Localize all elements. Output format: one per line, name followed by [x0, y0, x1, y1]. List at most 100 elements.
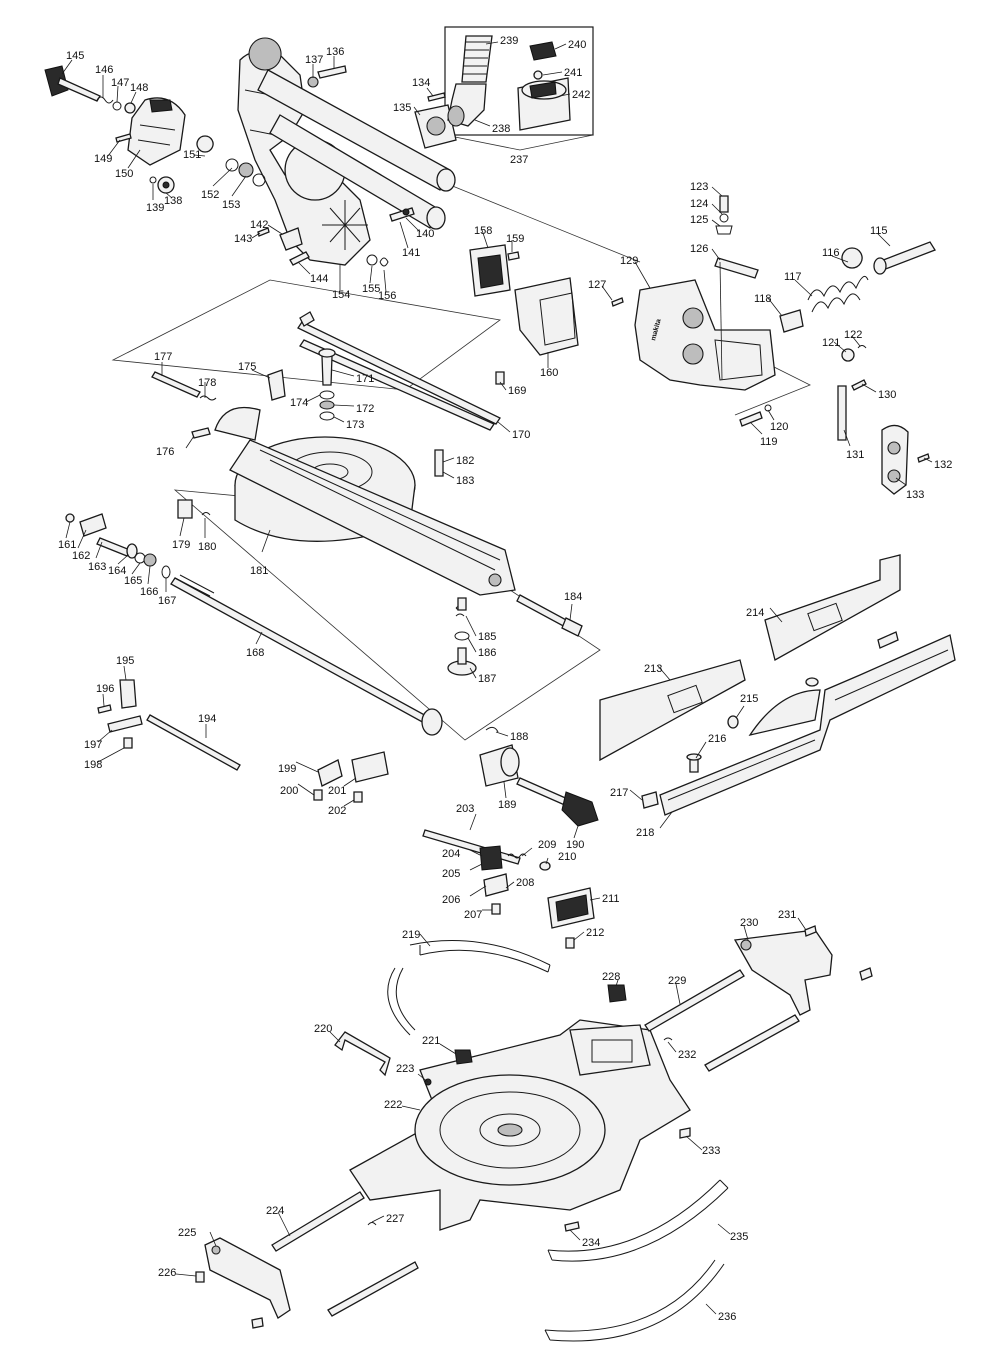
callout-154: 154: [332, 289, 350, 301]
part-callouts: 145 146 147 148 149 150 151 152 153 139 …: [58, 35, 952, 1323]
callout-179: 179: [172, 539, 190, 551]
callout-234: 234: [582, 1237, 600, 1249]
callout-200: 200: [280, 785, 298, 797]
upper-arm-housing: [237, 37, 371, 266]
callout-177: 177: [154, 351, 172, 363]
callout-158: 158: [474, 225, 492, 237]
callout-117: 117: [784, 271, 802, 283]
turn-base-222: [349, 1019, 691, 1231]
callout-147: 147: [111, 77, 129, 89]
callout-139: 139: [146, 202, 164, 214]
rods-170: [297, 311, 501, 431]
callout-224: 224: [266, 1205, 284, 1217]
callout-227: 227: [386, 1213, 404, 1225]
part-158: [469, 244, 520, 297]
bearing-parts-138-153: [149, 135, 266, 194]
callout-166: 166: [140, 586, 158, 598]
callout-176: 176: [156, 446, 174, 458]
callout-194: 194: [198, 713, 216, 725]
callout-189: 189: [498, 799, 516, 811]
parts-171-175-177-178: [151, 348, 505, 421]
callout-174: 174: [290, 397, 308, 409]
rod-168: [170, 574, 443, 736]
callout-127: 127: [588, 279, 606, 291]
callout-198: 198: [84, 759, 102, 771]
callout-134: 134: [412, 77, 430, 89]
callout-221: 221: [422, 1035, 440, 1047]
fence-213: [599, 659, 746, 762]
callout-207: 207: [464, 909, 482, 921]
callout-118: 118: [754, 293, 772, 305]
parts-118-126: [611, 195, 804, 333]
callout-178: 178: [198, 377, 216, 389]
callout-229: 229: [668, 975, 686, 987]
callout-173: 173: [346, 419, 364, 431]
callout-145: 145: [66, 50, 84, 62]
callout-238: 238: [492, 123, 510, 135]
callout-119: 119: [760, 436, 778, 448]
callout-237: 237: [510, 154, 528, 166]
callout-236: 236: [718, 1311, 736, 1323]
callout-170: 170: [512, 429, 530, 441]
leader-lines: [61, 41, 933, 1315]
callout-220: 220: [314, 1023, 332, 1035]
callout-163: 163: [88, 561, 106, 573]
bracket-225: [195, 1237, 291, 1329]
shaft-136: [307, 65, 347, 88]
callout-201: 201: [328, 785, 346, 797]
callout-240: 240: [568, 39, 586, 51]
callout-125: 125: [690, 214, 708, 226]
callout-210: 210: [558, 851, 576, 863]
parts-215-217: [641, 631, 899, 809]
cover-150: [127, 97, 186, 166]
parts-161-167: [65, 513, 171, 579]
callout-205: 205: [442, 868, 460, 880]
callout-148: 148: [130, 82, 148, 94]
parts-155-156: [366, 254, 389, 267]
parts-199-202: [313, 751, 389, 803]
callout-165: 165: [124, 575, 142, 587]
callout-187: 187: [478, 673, 496, 685]
callout-213: 213: [644, 663, 662, 675]
scales-234-236: [544, 1179, 729, 1342]
callout-231: 231: [778, 909, 796, 921]
callout-197: 197: [84, 739, 102, 751]
callout-218: 218: [636, 827, 654, 839]
callout-168: 168: [246, 647, 264, 659]
callout-161: 161: [58, 539, 76, 551]
callout-181: 181: [250, 565, 268, 577]
callout-146: 146: [95, 64, 113, 76]
callout-138: 138: [164, 195, 182, 207]
parts-142-144: [279, 227, 310, 266]
elbow-238: [447, 83, 487, 127]
parts-188-190: [479, 726, 599, 827]
callout-167: 167: [158, 595, 176, 607]
parts-240-242: [517, 41, 571, 131]
dust-hose-239: [461, 35, 493, 83]
callout-216: 216: [708, 733, 726, 745]
callout-223: 223: [396, 1063, 414, 1075]
callout-126: 126: [690, 243, 708, 255]
callout-232: 232: [678, 1049, 696, 1061]
group-bracket-237: [444, 134, 594, 151]
callout-132: 132: [934, 459, 952, 471]
callout-162: 162: [72, 550, 90, 562]
arm-220: [334, 1031, 391, 1077]
parts-119-122: [739, 345, 867, 427]
callout-222: 222: [384, 1099, 402, 1111]
parts-185-187: [447, 597, 477, 676]
link-plate-arm: [229, 439, 516, 596]
callout-131: 131: [846, 449, 864, 461]
callout-195: 195: [116, 655, 134, 667]
callout-143: 143: [234, 233, 252, 245]
callout-212: 212: [586, 927, 604, 939]
callout-225: 225: [178, 1227, 196, 1239]
slide-rails: [257, 69, 456, 230]
callout-175: 175: [238, 361, 256, 373]
callout-135: 135: [393, 102, 411, 114]
callout-142: 142: [250, 219, 268, 231]
callout-122: 122: [844, 329, 862, 341]
callout-141: 141: [402, 247, 420, 259]
callout-217: 217: [610, 787, 628, 799]
parts-140-141: [389, 207, 415, 222]
